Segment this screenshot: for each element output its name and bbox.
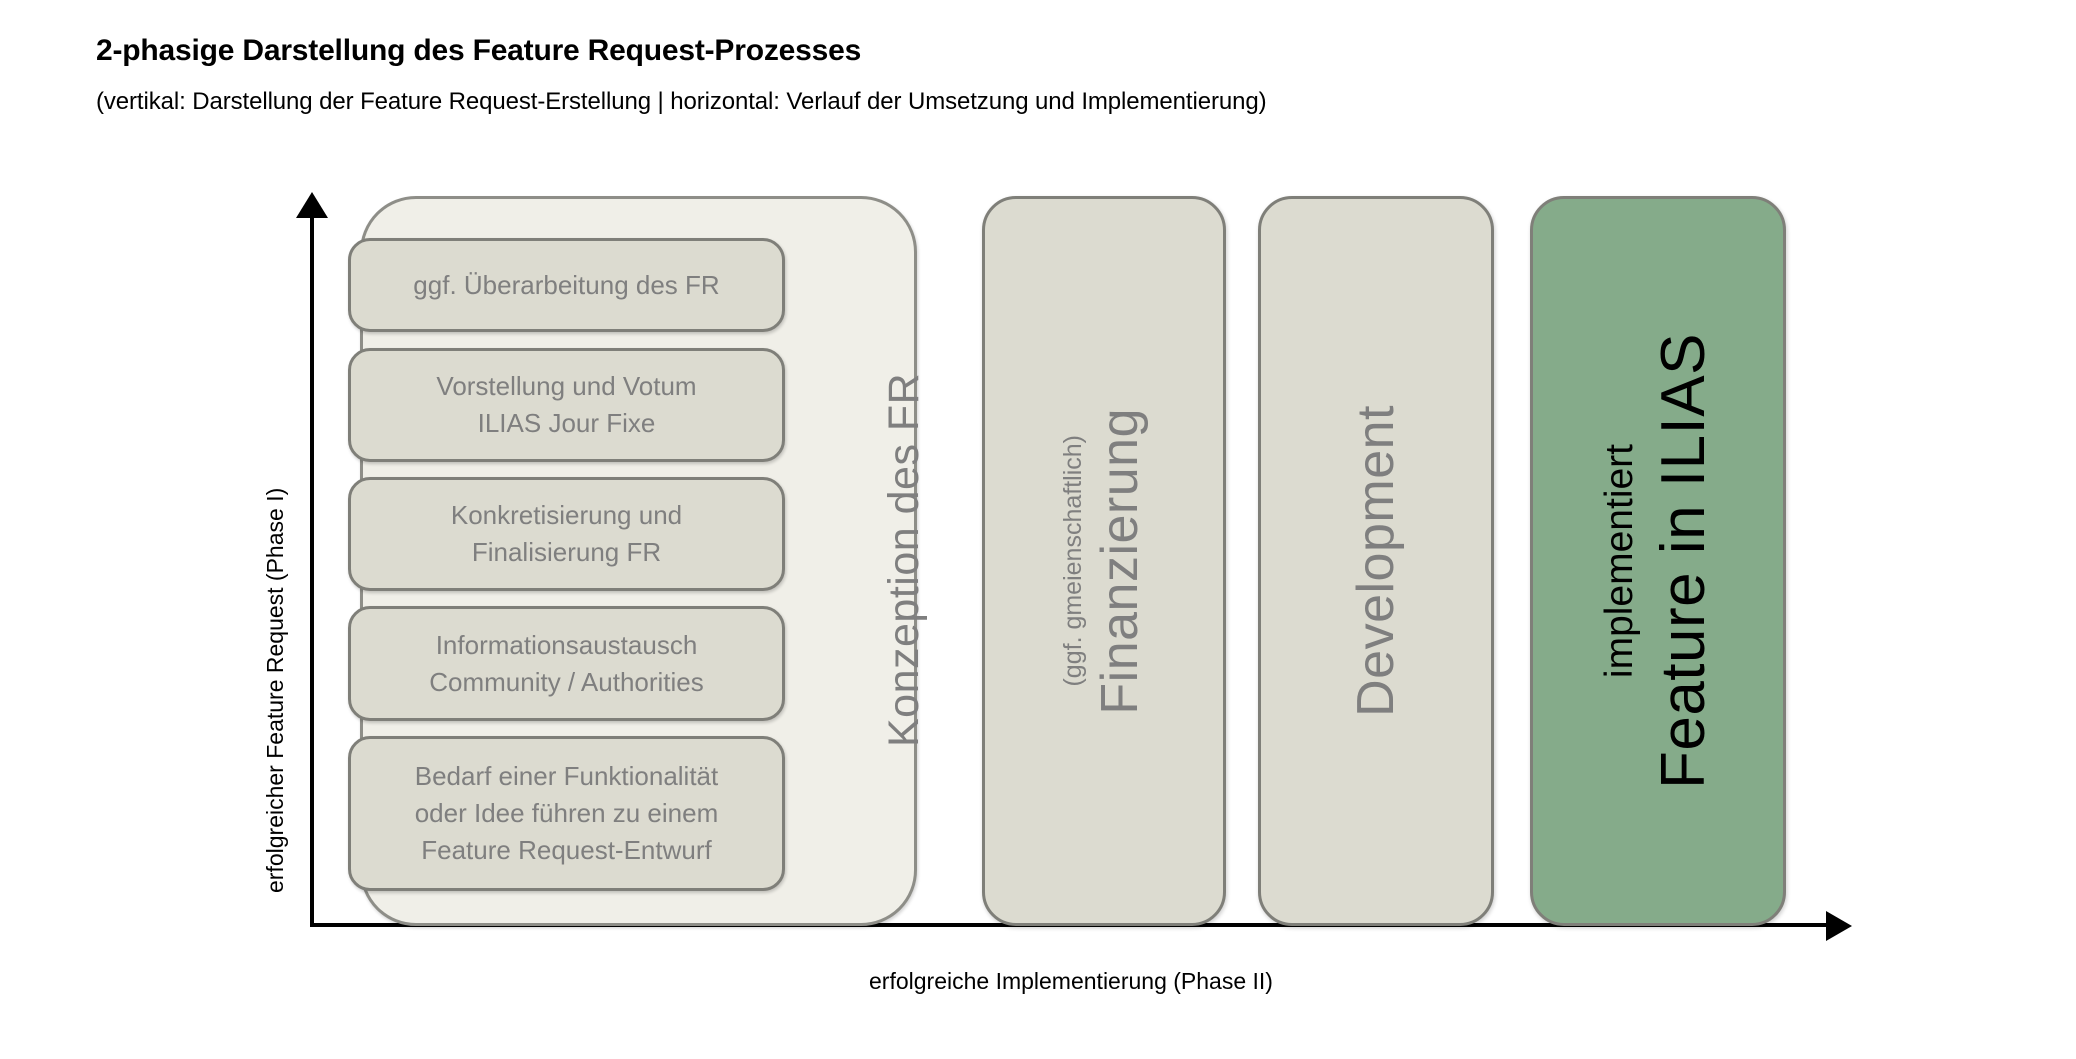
stage-inner: Development bbox=[1261, 199, 1491, 923]
stage-subtitle: (ggf. gmeienschaftlich) bbox=[1058, 435, 1087, 687]
phase1-container-label: Konzeption des FR bbox=[880, 372, 928, 747]
step-box-text: Bedarf einer Funktionalität oder Idee fü… bbox=[415, 758, 719, 869]
page-subtitle: (vertikal: Darstellung der Feature Reque… bbox=[96, 88, 1267, 115]
x-axis-label: erfolgreiche Implementierung (Phase II) bbox=[869, 968, 1273, 994]
step-line: Konkretisierung und bbox=[450, 500, 683, 531]
stage-box-finanzierung[interactable]: Finanzierung (ggf. gmeienschaftlich) bbox=[982, 196, 1226, 926]
step-box[interactable]: Informationsaustausch Community / Author… bbox=[348, 606, 785, 721]
stage-title: Feature in ILIAS bbox=[1648, 332, 1718, 790]
step-box[interactable]: ggf. Überarbeitung des FR bbox=[348, 238, 785, 332]
y-axis-line bbox=[310, 210, 314, 927]
step-line: Finalisierung FR bbox=[471, 537, 662, 567]
x-axis-arrowhead-icon bbox=[1826, 911, 1852, 941]
stage-title: Finanzierung bbox=[1090, 407, 1149, 715]
step-line: ggf. Überarbeitung des FR bbox=[413, 269, 720, 300]
step-line: ILIAS Jour Fixe bbox=[477, 408, 656, 438]
stage-box-development[interactable]: Development bbox=[1258, 196, 1494, 926]
stage-title: Development bbox=[1347, 405, 1405, 717]
step-box-text: ggf. Überarbeitung des FR bbox=[413, 267, 719, 304]
stage-subtitle: implementiert bbox=[1597, 443, 1641, 679]
step-line: Vorstellung und Votum bbox=[436, 371, 697, 402]
step-box[interactable]: Vorstellung und Votum ILIAS Jour Fixe bbox=[348, 348, 785, 462]
y-axis-arrowhead-icon bbox=[296, 192, 328, 218]
stage-inner: Finanzierung (ggf. gmeienschaftlich) bbox=[985, 199, 1223, 923]
step-box[interactable]: Konkretisierung und Finalisierung FR bbox=[348, 477, 785, 591]
step-line: oder Idee führen zu einem bbox=[414, 798, 719, 829]
step-box-text: Informationsaustausch Community / Author… bbox=[429, 627, 704, 701]
y-axis-label: erfolgreicher Feature Request (Phase I) bbox=[262, 487, 288, 893]
step-line: Community / Authorities bbox=[429, 666, 704, 697]
stage-box-implemented[interactable]: Feature in ILIAS implementiert bbox=[1530, 196, 1786, 926]
step-line: Informationsaustausch bbox=[435, 629, 698, 660]
step-line: Feature Request-Entwurf bbox=[421, 834, 712, 865]
stage-inner: Feature in ILIAS implementiert bbox=[1533, 199, 1783, 923]
page-title: 2-phasige Darstellung des Feature Reques… bbox=[96, 34, 862, 67]
step-box-text: Konkretisierung und Finalisierung FR bbox=[451, 497, 682, 571]
step-box-text: Vorstellung und Votum ILIAS Jour Fixe bbox=[436, 368, 696, 442]
step-box[interactable]: Bedarf einer Funktionalität oder Idee fü… bbox=[348, 736, 785, 891]
step-line: Bedarf einer Funktionalität bbox=[414, 761, 719, 792]
